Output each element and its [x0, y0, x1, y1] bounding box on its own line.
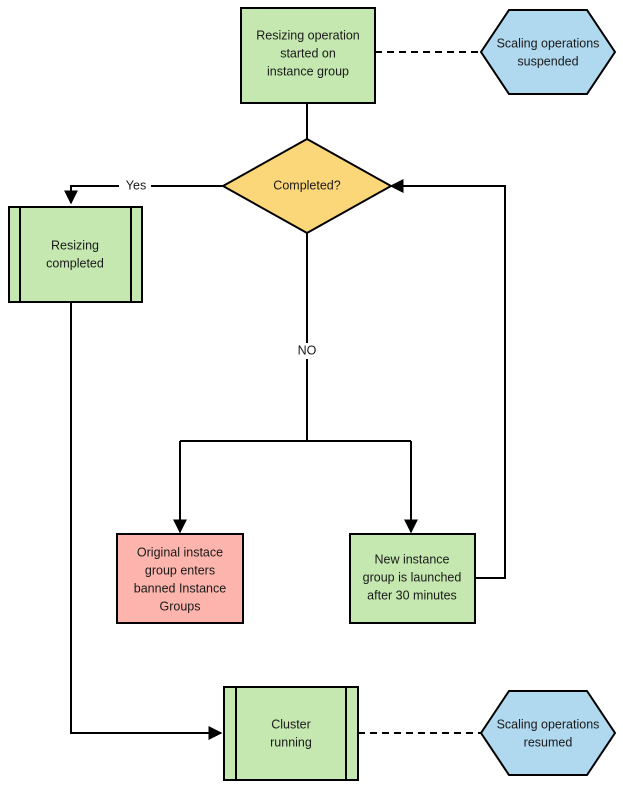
scaling-resumed-hexagon — [479, 690, 617, 776]
cluster-running-label-line-1: Cluster — [271, 717, 311, 731]
resizing-started-label-line-3: instance group — [267, 64, 349, 78]
scaling-suspended-label-line-2: suspended — [517, 54, 578, 68]
node-resizing-completed[interactable]: Resizing completed — [8, 206, 143, 303]
edge-label-no: NO — [292, 343, 322, 359]
resizing-started-label-line-2: started on — [280, 46, 336, 60]
node-cluster-running[interactable]: Cluster running — [223, 686, 359, 781]
node-resizing-started[interactable]: Resizing operation started on instance g… — [240, 7, 376, 104]
resizing-started-label-line-1: Resizing operation — [256, 28, 360, 42]
resizing-completed-label-line-1: Resizing — [51, 238, 99, 252]
completed-decision-label: Completed? — [273, 178, 340, 192]
scaling-resumed-label-line-2: resumed — [524, 735, 573, 749]
new-group-launched-label-line-3: after 30 minutes — [367, 588, 457, 602]
original-banned-box — [116, 533, 244, 624]
new-group-launched-label-line-1: New instance — [374, 552, 449, 566]
edge-label-yes-text: Yes — [126, 178, 146, 192]
original-banned-label-line-2: group enters — [145, 563, 215, 577]
new-group-launched-box — [349, 533, 476, 624]
completed-decision-diamond — [220, 137, 394, 235]
edge-resizing-completed-to-cluster-running — [70, 302, 223, 740]
edge-new-group-loopback-to-decision — [389, 179, 506, 579]
node-scaling-resumed[interactable]: Scaling operations resumed — [479, 690, 617, 776]
node-completed-decision[interactable]: Completed? — [220, 137, 394, 235]
scaling-suspended-hexagon — [479, 9, 617, 95]
resizing-completed-box — [8, 206, 143, 303]
scaling-resumed-label-line-1: Scaling operations — [497, 717, 600, 731]
resizing-completed-label-line-2: completed — [46, 256, 104, 270]
cluster-running-box — [223, 686, 359, 781]
cluster-running-label-line-2: running — [270, 735, 312, 749]
original-banned-label-line-1: Original instace — [137, 545, 223, 559]
original-banned-label-line-3: banned Instance — [134, 581, 226, 595]
node-scaling-suspended[interactable]: Scaling operations suspended — [479, 9, 617, 95]
edge-label-yes: Yes — [119, 178, 151, 194]
node-original-banned[interactable]: Original instace group enters banned Ins… — [116, 533, 244, 624]
new-group-launched-label-line-2: group is launched — [363, 570, 462, 584]
edge-decision-yes-to-resizing-completed — [64, 185, 228, 205]
original-banned-label-line-4: Groups — [160, 599, 201, 613]
resizing-started-box — [240, 7, 376, 104]
edge-label-no-text: NO — [298, 343, 317, 357]
node-new-group-launched[interactable]: New instance group is launched after 30 … — [349, 533, 476, 624]
scaling-suspended-label-line-1: Scaling operations — [497, 36, 600, 50]
